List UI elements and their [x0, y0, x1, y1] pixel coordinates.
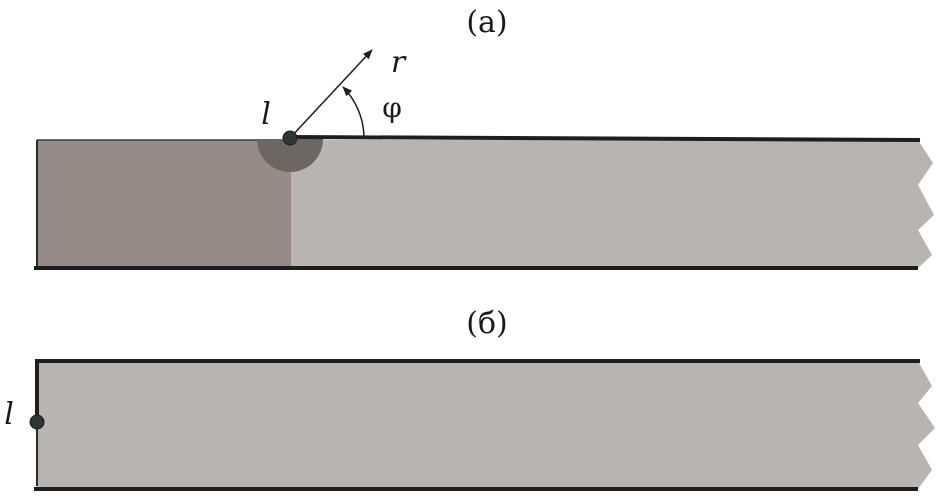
point-label-a: l — [261, 97, 271, 132]
panel-b: (б) l — [4, 306, 935, 491]
radial-label: r — [391, 45, 407, 80]
light-region-a — [290, 140, 934, 268]
dark-region-a — [37, 140, 291, 268]
radial-arrow — [289, 49, 373, 139]
angle-arc — [342, 86, 365, 138]
upper-boundary-a — [289, 135, 921, 142]
point-l-a — [282, 130, 298, 146]
angle-label: φ — [382, 91, 402, 124]
upper-boundary-b — [35, 359, 920, 422]
point-label-b: l — [4, 397, 14, 432]
panel-b-caption: (б) — [466, 306, 507, 341]
panel-a-caption: (a) — [466, 5, 507, 40]
tip-zone — [257, 139, 323, 172]
light-region-b — [37, 361, 935, 489]
panel-a: (a) l r φ — [34, 5, 934, 270]
point-l-b — [29, 414, 45, 430]
